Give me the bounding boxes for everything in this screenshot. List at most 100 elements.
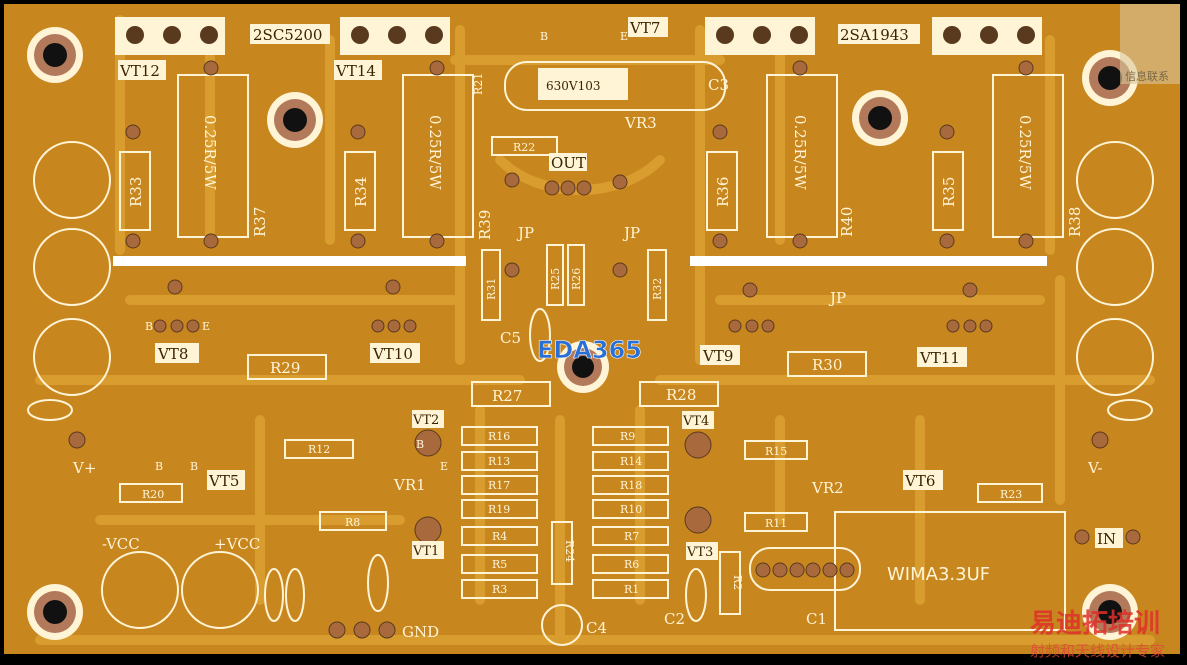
watermark: 信息联系 易迪拓培训 射频和天线设计专家 <box>1030 4 1180 660</box>
label-r36: R36 <box>714 177 732 207</box>
label-r32: R32 <box>651 278 664 300</box>
small-capacitors <box>27 308 1153 646</box>
label-power-resistor-value: 0.25R/5W <box>426 115 444 190</box>
pin-letter: B <box>145 320 153 333</box>
label-vt3: VT3 <box>686 545 713 560</box>
qr-code <box>1120 4 1180 84</box>
label-c3: C3 <box>708 76 729 94</box>
pin-letter: B <box>155 460 163 473</box>
label-r12: R12 <box>308 443 330 456</box>
resistor-label: R17 <box>488 479 510 492</box>
label-vr2: VR2 <box>811 479 844 497</box>
resistor-label: R14 <box>620 455 642 468</box>
label-wima: WIMA3.3UF <box>887 564 990 585</box>
pin-letter: B <box>540 30 548 43</box>
label-r31: R31 <box>485 278 498 300</box>
label-r38: R38 <box>1066 207 1084 237</box>
label-neg-vcc: -VCC <box>102 535 140 553</box>
label-r8: R8 <box>345 516 360 529</box>
label-vt14: VT14 <box>335 62 376 80</box>
label-r24: R24 <box>563 540 576 562</box>
label-r30: R30 <box>812 356 842 374</box>
pin-letter: B <box>416 438 424 451</box>
label-vt6: VT6 <box>904 472 935 490</box>
pin-letter: E <box>440 460 448 473</box>
resistor-label: R18 <box>620 479 642 492</box>
resistor-label: R4 <box>492 530 507 543</box>
label-vt2: VT2 <box>412 413 439 428</box>
label-r21: R21 <box>472 73 485 95</box>
pads <box>68 60 1141 639</box>
label-vt11: VT11 <box>919 349 960 367</box>
label-vt8: VT8 <box>157 345 188 363</box>
pin-letter: E <box>202 320 210 333</box>
label-vr3: VR3 <box>624 114 657 132</box>
silkscreen-labels: VT12 2SC5200 VT14 VT7 C3 2SA1943 630V103… <box>72 17 1123 641</box>
label-2sc5200: 2SC5200 <box>253 26 322 44</box>
resistor-label: R1 <box>624 583 639 596</box>
small-resistor-array <box>119 136 1043 615</box>
label-vt12: VT12 <box>119 62 160 80</box>
label-jp: JP <box>516 224 534 242</box>
label-vr1: VR1 <box>393 476 426 494</box>
label-v-minus: V- <box>1087 459 1103 477</box>
label-pos-vcc: +VCC <box>214 535 260 553</box>
label-v-plus: V+ <box>72 459 96 477</box>
label-vt5: VT5 <box>208 472 239 490</box>
heatsink-bar-left <box>113 256 466 266</box>
label-c4: C4 <box>586 619 607 637</box>
label-r39: R39 <box>476 210 494 240</box>
pin-letter: E <box>620 30 628 43</box>
label-jp: JP <box>828 289 846 307</box>
resistor-label: R16 <box>488 430 510 443</box>
label-r40: R40 <box>838 207 856 237</box>
resistor-label: R5 <box>492 558 507 571</box>
label-r2: R2 <box>731 575 744 590</box>
filter-capacitors <box>33 141 1154 629</box>
label-630v103: 630V103 <box>546 79 600 93</box>
label-r27: R27 <box>492 387 522 405</box>
label-vt9: VT9 <box>702 347 733 365</box>
label-r11: R11 <box>765 517 787 530</box>
label-power-resistor-value: 0.25R/5W <box>791 115 809 190</box>
label-r37: R37 <box>251 207 269 237</box>
c3-outline <box>504 61 726 111</box>
label-r26: R26 <box>570 268 583 290</box>
label-c1: C1 <box>806 610 827 628</box>
label-r15: R15 <box>765 445 787 458</box>
eda365-logo: EDA365 <box>537 336 642 364</box>
label-jp: JP <box>622 224 640 242</box>
mounting-holes <box>27 27 1138 640</box>
resistor-label: R7 <box>624 530 639 543</box>
label-r29: R29 <box>270 359 300 377</box>
heatsink-bar-right <box>690 256 1047 266</box>
label-in: IN <box>1097 530 1116 548</box>
label-vt10: VT10 <box>372 345 413 363</box>
qr-caption: 信息联系 <box>1125 69 1169 83</box>
pin-letter: B <box>190 460 198 473</box>
label-r28: R28 <box>666 386 696 404</box>
label-r34: R34 <box>352 177 370 207</box>
watermark-subtitle: 射频和天线设计专家 <box>1030 642 1165 660</box>
label-r20: R20 <box>142 488 164 501</box>
label-vt1: VT1 <box>412 544 439 559</box>
output-transistors <box>115 17 1042 55</box>
resistor-label: R19 <box>488 503 510 516</box>
resistor-label: R9 <box>620 430 635 443</box>
resistor-label: R13 <box>488 455 510 468</box>
label-c2: C2 <box>664 610 685 628</box>
label-power-resistor-value: 0.25R/5W <box>201 115 219 190</box>
label-r33: R33 <box>127 177 145 207</box>
resistor-label: R10 <box>620 503 642 516</box>
label-r35: R35 <box>940 177 958 207</box>
label-gnd: GND <box>402 623 439 641</box>
label-power-resistor-value: 0.25R/5W <box>1016 115 1034 190</box>
resistor-label: R3 <box>492 583 507 596</box>
label-c5: C5 <box>500 329 521 347</box>
label-out: OUT <box>551 154 586 172</box>
label-vt4: VT4 <box>682 414 709 429</box>
label-2sa1943: 2SA1943 <box>840 26 909 44</box>
label-r22: R22 <box>513 141 535 154</box>
